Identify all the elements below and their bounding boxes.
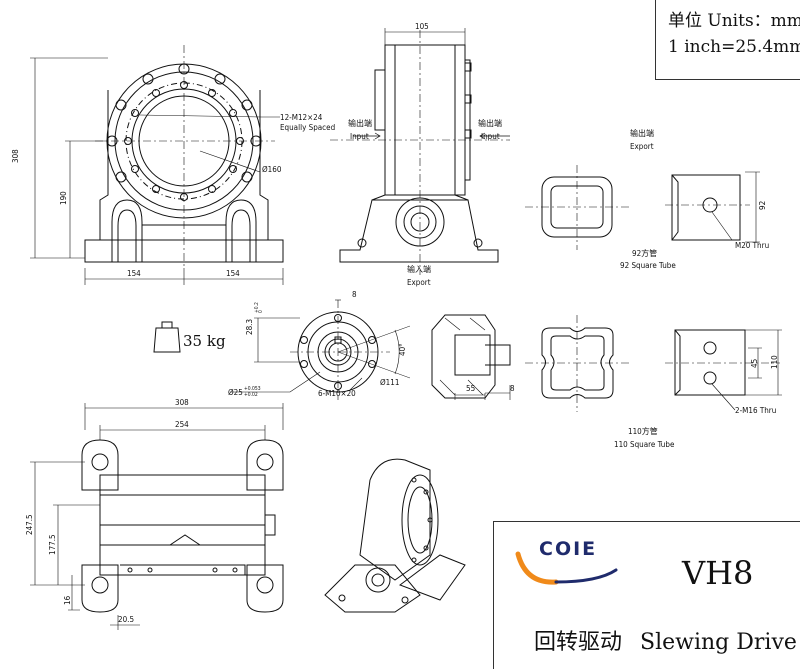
square-tube-92 (525, 165, 760, 250)
tube-110-cn: 110方管 (628, 426, 658, 436)
tube-110-en: 110 Square Tube (614, 440, 675, 449)
tol-28-lower: 0 (258, 310, 264, 313)
dia-111-label: Ø111 (380, 377, 399, 387)
input-flange-view (230, 299, 411, 400)
dim-154-b: 154 (226, 269, 240, 278)
weight-icon (153, 321, 181, 353)
isometric-view (324, 458, 466, 613)
holes-6-label: 6-M10×20 (318, 389, 356, 398)
title-block: COIE VH8 回转驱动 Slewing Drive (493, 521, 800, 669)
square-tube-110 (525, 315, 782, 412)
tol-25-upper: +0.053 (244, 386, 261, 392)
dim-92: 92 (758, 201, 767, 210)
export-bottom-en: Export (407, 278, 431, 287)
dim-16: 16 (63, 595, 72, 605)
product-name-cn: 回转驱动 (534, 630, 623, 655)
section-view (431, 314, 511, 400)
dim-55: 55 (466, 384, 475, 393)
dim-45: 45 (750, 359, 759, 368)
export-top-en: Export (630, 142, 654, 151)
dim-190: 190 (59, 191, 68, 205)
export-top-cn: 输出端 (630, 128, 654, 138)
dim-20-5: 20.5 (118, 615, 134, 624)
angle-40: 40° (398, 343, 407, 356)
dim-308-left: 308 (11, 149, 20, 163)
m16-label: 2-M16 Thru (735, 406, 776, 415)
dim-177-5: 177.5 (48, 534, 57, 555)
input-right-en: Input (481, 132, 500, 141)
model-number: VH8 (682, 554, 754, 592)
weight-label: 35 kg (183, 332, 226, 350)
dim-110: 110 (770, 355, 779, 369)
tol-25-lower: +0.02 (244, 392, 258, 398)
units-line: 单位 Units：mm (668, 11, 800, 31)
tube-92-en: 92 Square Tube (620, 261, 676, 270)
product-name-en: Slewing Drive (640, 630, 797, 655)
input-left-en: Input (350, 132, 369, 141)
logo-text: COIE (539, 538, 598, 560)
input-right-cn: 输出端 (478, 118, 502, 128)
tol-28-upper: +0.2 (254, 302, 260, 313)
plan-view (30, 403, 284, 630)
equally-spaced-label: Equally Spaced (280, 123, 335, 132)
dim-105: 105 (415, 22, 429, 31)
tube-92-cn: 92方管 (632, 248, 657, 258)
inch-conversion-line: 1 inch=25.4mm (668, 37, 800, 57)
units-box: 单位 Units：mm 1 inch=25.4mm (655, 0, 800, 80)
dim-8-top: 8 (352, 290, 357, 299)
dim-154-a: 154 (127, 269, 141, 278)
dim-28-3: 28.3 (245, 319, 254, 335)
dim-247-5: 247.5 (25, 514, 34, 535)
product-name: 回转驱动 Slewing Drive (534, 624, 797, 656)
m20-label: M20 Thru (735, 241, 769, 250)
front-view (30, 45, 284, 285)
export-bottom-cn: 输入端 (407, 264, 431, 274)
side-view (330, 28, 510, 275)
dim-8-b: 8 (510, 384, 515, 393)
input-left-cn: 输出端 (348, 118, 372, 128)
dim-254: 254 (175, 420, 189, 429)
dia-25-label: Ø25 (228, 387, 243, 397)
holes-12-label: 12-M12×24 (280, 113, 323, 122)
dim-308-bottom: 308 (175, 398, 189, 407)
coie-logo (515, 551, 618, 585)
dia-160-label: Ø160 (262, 164, 282, 174)
